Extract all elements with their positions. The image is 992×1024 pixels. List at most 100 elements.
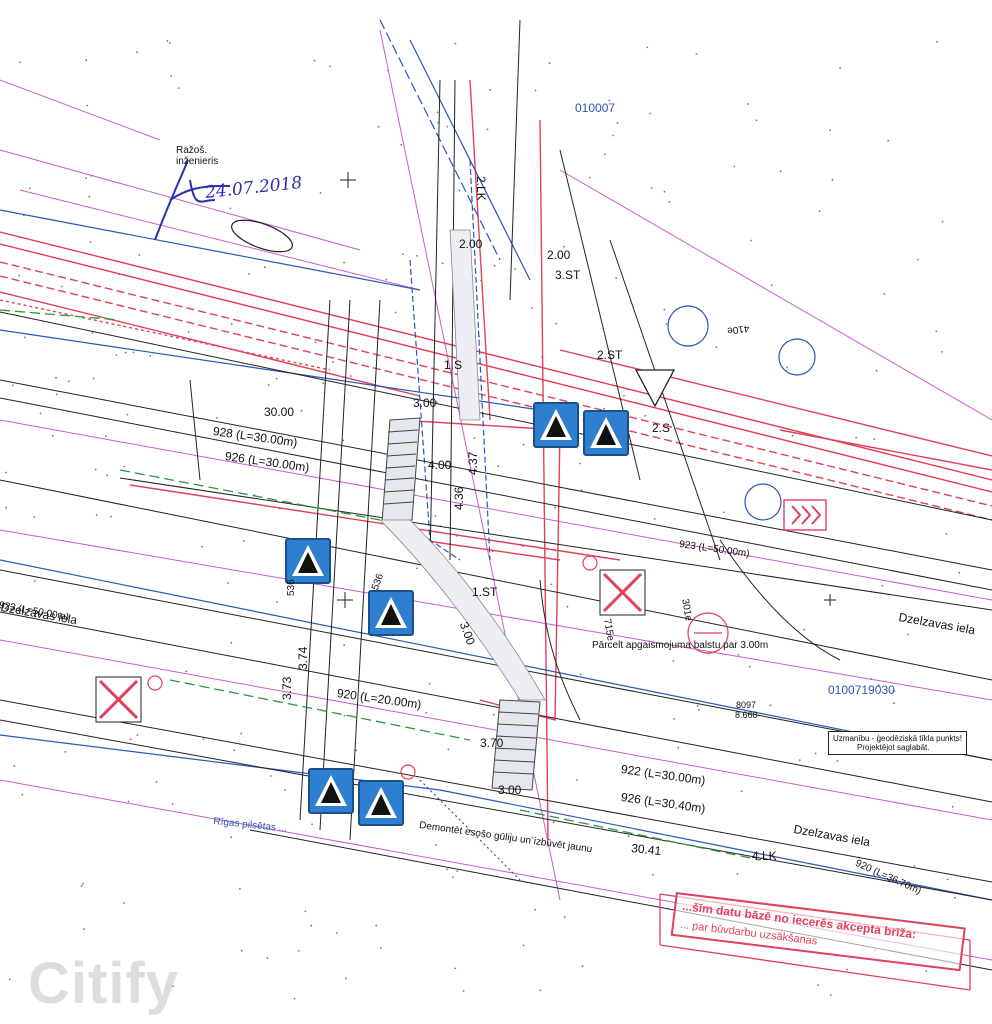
survey-point xyxy=(441,262,444,265)
survey-point xyxy=(913,865,916,867)
road-edge-lines xyxy=(0,19,992,971)
survey-point xyxy=(563,916,566,918)
watermark-logo: Citify xyxy=(28,951,179,1016)
survey-point xyxy=(343,261,345,264)
survey-point xyxy=(177,87,180,89)
survey-point xyxy=(941,351,943,353)
survey-point xyxy=(126,413,129,416)
survey-point xyxy=(304,910,307,913)
survey-point xyxy=(881,584,884,587)
dim-3-74: 3.74 xyxy=(296,646,310,670)
survey-point xyxy=(64,751,67,753)
survey-point xyxy=(123,465,126,468)
survey-point xyxy=(446,460,449,463)
survey-point xyxy=(233,749,236,752)
survey-point xyxy=(300,409,303,412)
survey-point xyxy=(67,380,70,383)
survey-point xyxy=(263,266,266,269)
label-1st: 1.ST xyxy=(472,585,498,599)
survey-point xyxy=(105,435,107,437)
survey-point xyxy=(18,274,21,277)
survey-point xyxy=(401,253,404,256)
survey-point xyxy=(907,633,909,636)
survey-point xyxy=(202,738,205,740)
survey-point xyxy=(531,307,533,309)
survey-point xyxy=(779,170,782,173)
magenta-utility-lines xyxy=(0,29,992,961)
survey-point xyxy=(953,896,956,899)
survey-point xyxy=(342,439,345,442)
survey-point xyxy=(92,377,95,380)
survey-point xyxy=(668,200,671,203)
survey-point xyxy=(539,989,542,992)
survey-point xyxy=(946,878,949,881)
survey-point xyxy=(941,220,944,223)
survey-point xyxy=(447,748,450,751)
survey-point xyxy=(86,104,89,107)
survey-point xyxy=(550,583,553,586)
survey-point xyxy=(755,119,758,122)
geodetic-note-line2: Projektējot saglabāt. xyxy=(857,743,930,752)
survey-point xyxy=(836,760,839,762)
label-3st: 3.ST xyxy=(555,268,581,282)
survey-point xyxy=(563,245,565,248)
survey-point xyxy=(416,567,418,570)
survey-point xyxy=(454,967,457,970)
survey-point xyxy=(230,641,233,644)
survey-point xyxy=(149,355,152,357)
survey-point xyxy=(748,665,751,668)
engineer-label-2: inženieris xyxy=(176,156,219,167)
survey-point xyxy=(887,139,890,142)
survey-point xyxy=(750,239,752,242)
survey-point xyxy=(492,713,495,716)
pedestrian-crossing-sign-icon xyxy=(533,402,579,448)
survey-point xyxy=(473,437,476,439)
survey-point xyxy=(945,533,948,535)
survey-point xyxy=(319,192,322,194)
geodetic-note-box: Uzmanību - ģeodēziskā tīkla punkts! Proj… xyxy=(828,731,967,755)
survey-point xyxy=(644,414,647,417)
survey-point xyxy=(136,734,139,736)
survey-point xyxy=(24,336,26,339)
dim-3-73: 3.73 xyxy=(280,676,294,700)
survey-points xyxy=(5,40,961,1000)
pedestrian-crossing-sign-icon xyxy=(368,590,414,636)
survey-point xyxy=(240,949,243,952)
survey-point xyxy=(579,673,582,676)
survey-point xyxy=(297,950,300,952)
survey-point xyxy=(817,984,819,986)
survey-point xyxy=(555,322,558,325)
yield-sign-icon xyxy=(634,369,676,408)
survey-point xyxy=(172,985,174,988)
pedestrian-crossing-sign-icon xyxy=(583,410,629,456)
survey-point xyxy=(936,40,938,43)
label-1s: 1.S xyxy=(444,358,463,372)
survey-point xyxy=(917,258,919,261)
survey-point xyxy=(385,278,388,281)
survey-point xyxy=(166,40,169,42)
survey-point xyxy=(51,434,54,437)
survey-point xyxy=(722,511,725,514)
blue-utility-lines xyxy=(0,19,992,901)
survey-point xyxy=(242,540,245,542)
survey-point xyxy=(266,957,269,960)
label-2st: 2.ST xyxy=(597,348,623,362)
circle-markers xyxy=(147,219,816,780)
survey-point xyxy=(935,330,938,333)
survey-point xyxy=(925,970,928,972)
survey-point xyxy=(332,361,334,364)
survey-point xyxy=(275,601,278,603)
survey-point xyxy=(554,506,557,509)
survey-point xyxy=(310,924,313,927)
survey-point xyxy=(425,711,428,714)
dim-2-00-b: 2.00 xyxy=(547,248,571,262)
survey-point xyxy=(608,99,611,102)
no-stopping-sign-icon xyxy=(599,569,646,616)
survey-point xyxy=(736,873,739,875)
cross-marks xyxy=(337,172,836,608)
survey-point xyxy=(603,153,606,156)
survey-point xyxy=(873,438,876,440)
survey-point xyxy=(663,190,666,193)
survey-point xyxy=(740,790,743,792)
survey-point xyxy=(343,644,346,647)
